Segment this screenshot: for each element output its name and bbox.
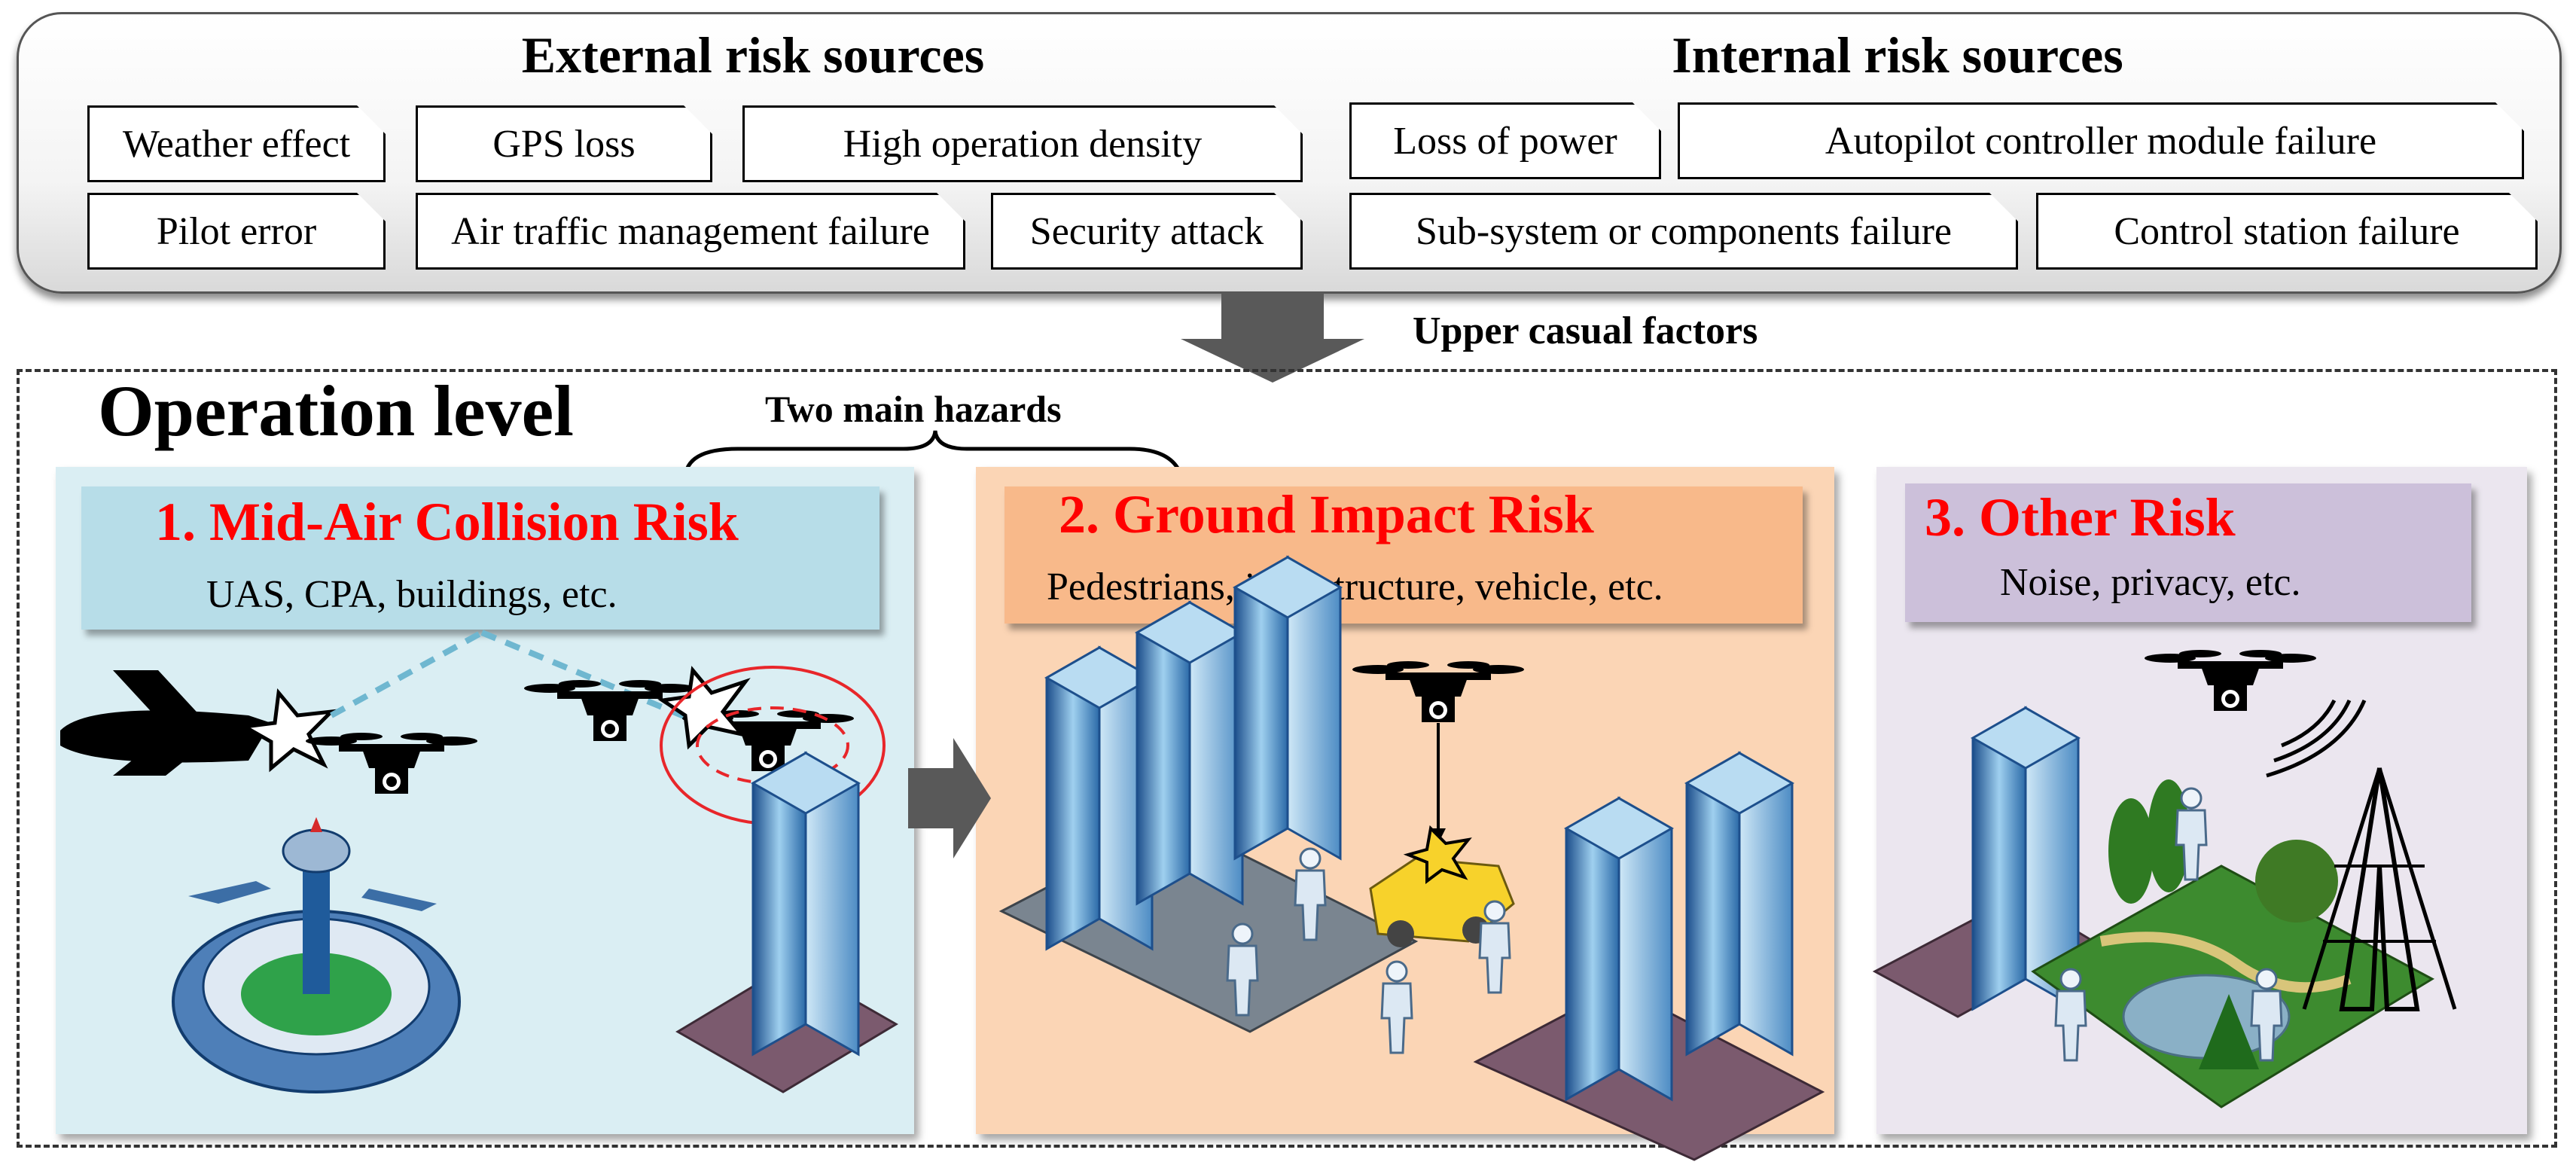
external-risk-title: External risk sources <box>521 26 985 84</box>
upper-causal-factors-label: Upper casual factors <box>1413 310 1758 352</box>
internal-risk-title: Internal risk sources <box>1672 26 2123 84</box>
risk-item-loss-of-power: Loss of power <box>1349 102 1661 179</box>
ground-impact-title: 2. Ground Impact Risk <box>1059 484 1594 544</box>
operation-level-frame <box>17 369 2557 1148</box>
other-risk-header <box>1905 483 2471 622</box>
risk-item-gps-loss: GPS loss <box>416 105 712 182</box>
operation-level-title: Operation level <box>98 371 574 451</box>
other-risk-title: 3. Other Risk <box>1925 487 2236 547</box>
risk-item-security-attack: Security attack <box>991 193 1303 270</box>
two-main-hazards-label: Two main hazards <box>765 388 1062 430</box>
risk-item-subsystem-failure: Sub-system or components failure <box>1349 193 2018 270</box>
risk-item-weather-effect: Weather effect <box>87 105 386 182</box>
mid-air-collision-title: 1. Mid-Air Collision Risk <box>155 492 739 552</box>
risk-item-air-traffic-management-failure: Air traffic management failure <box>416 193 965 270</box>
mid-air-collision-desc: UAS, CPA, buildings, etc. <box>206 573 617 616</box>
right-arrow <box>908 738 991 858</box>
other-risk-desc: Noise, privacy, etc. <box>2000 561 2301 604</box>
ground-impact-desc: Pedestrians, infrastructure, vehicle, et… <box>1047 566 1663 608</box>
risk-item-high-operation-density: High operation density <box>742 105 1303 182</box>
risk-item-pilot-error: Pilot error <box>87 193 386 270</box>
risk-item-control-station-failure: Control station failure <box>2036 193 2538 270</box>
hazards-brace <box>683 430 1184 480</box>
risk-item-autopilot-controller-failure: Autopilot controller module failure <box>1678 102 2524 179</box>
down-arrow <box>1181 292 1364 383</box>
ground-impact-header <box>1004 486 1803 624</box>
mid-air-collision-header <box>81 486 879 630</box>
